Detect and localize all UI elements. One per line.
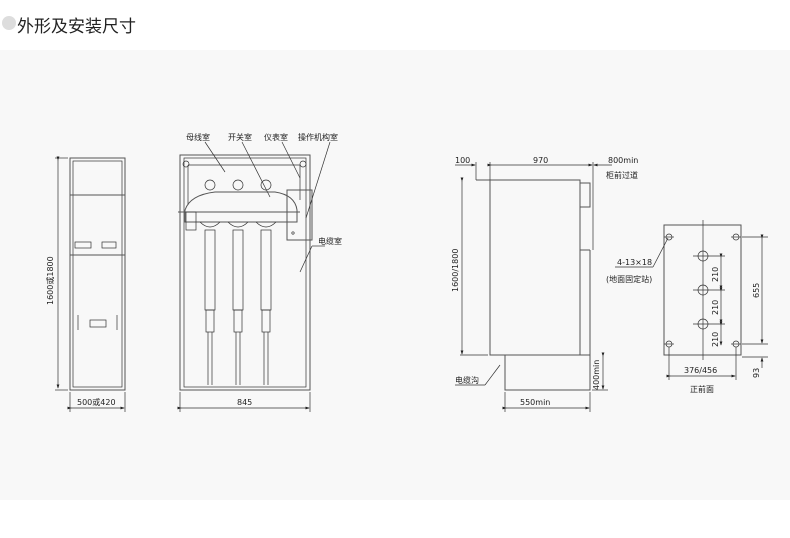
label-instrument-room: 仪表室 [264,132,288,142]
trench-width: 550min [520,398,550,407]
hole-spacing-1: 210 [711,267,720,282]
front-aisle-label: 柜前过道 [606,170,638,180]
drawing-panel [0,50,790,500]
width-dim-left: 500或420 [77,397,116,407]
trench-label: 电缆沟 [455,375,479,385]
hole-spacing-2: 210 [711,300,720,315]
label-busbar-room: 母线室 [186,132,210,142]
bolt-note: (地面固定站) [606,274,652,284]
bolt-spec: 4-13×18 [617,258,652,267]
logo-icon [2,16,16,30]
dim-front: 800min [608,156,638,165]
front-cabinet-view: 1600或1800 500或420 [45,156,126,412]
hole-spacing-3: 210 [711,332,720,347]
dim-depth: 970 [533,156,548,165]
label-mechanism-room: 操作机构室 [298,132,338,142]
height-dim-left: 1600或1800 [45,256,55,305]
header: 外形及安装尺寸 [0,0,790,50]
height-dim-side: 1600/1800 [451,249,460,292]
dim-rear: 100 [455,156,470,165]
base-view: 210 210 210 655 93 376/456 正前面 4-13×18 (… [606,220,768,394]
side-view: 100 970 800min 柜前过道 1600/1800 电缆沟 400min… [451,156,638,412]
offset-dim: 93 [752,368,761,378]
trench-depth: 400min [592,360,601,390]
label-cable-room: 电缆室 [318,236,342,246]
bolt-span: 655 [752,283,761,298]
base-caption: 正前面 [690,384,714,394]
section-cabinet-view: 母线室 开关室 仪表室 操作机构室 电缆室 845 [177,132,342,412]
width-dim-section: 845 [237,398,252,407]
base-width: 376/456 [684,366,717,375]
page-title: 外形及安装尺寸 [17,17,136,37]
label-switch-room: 开关室 [228,132,252,142]
